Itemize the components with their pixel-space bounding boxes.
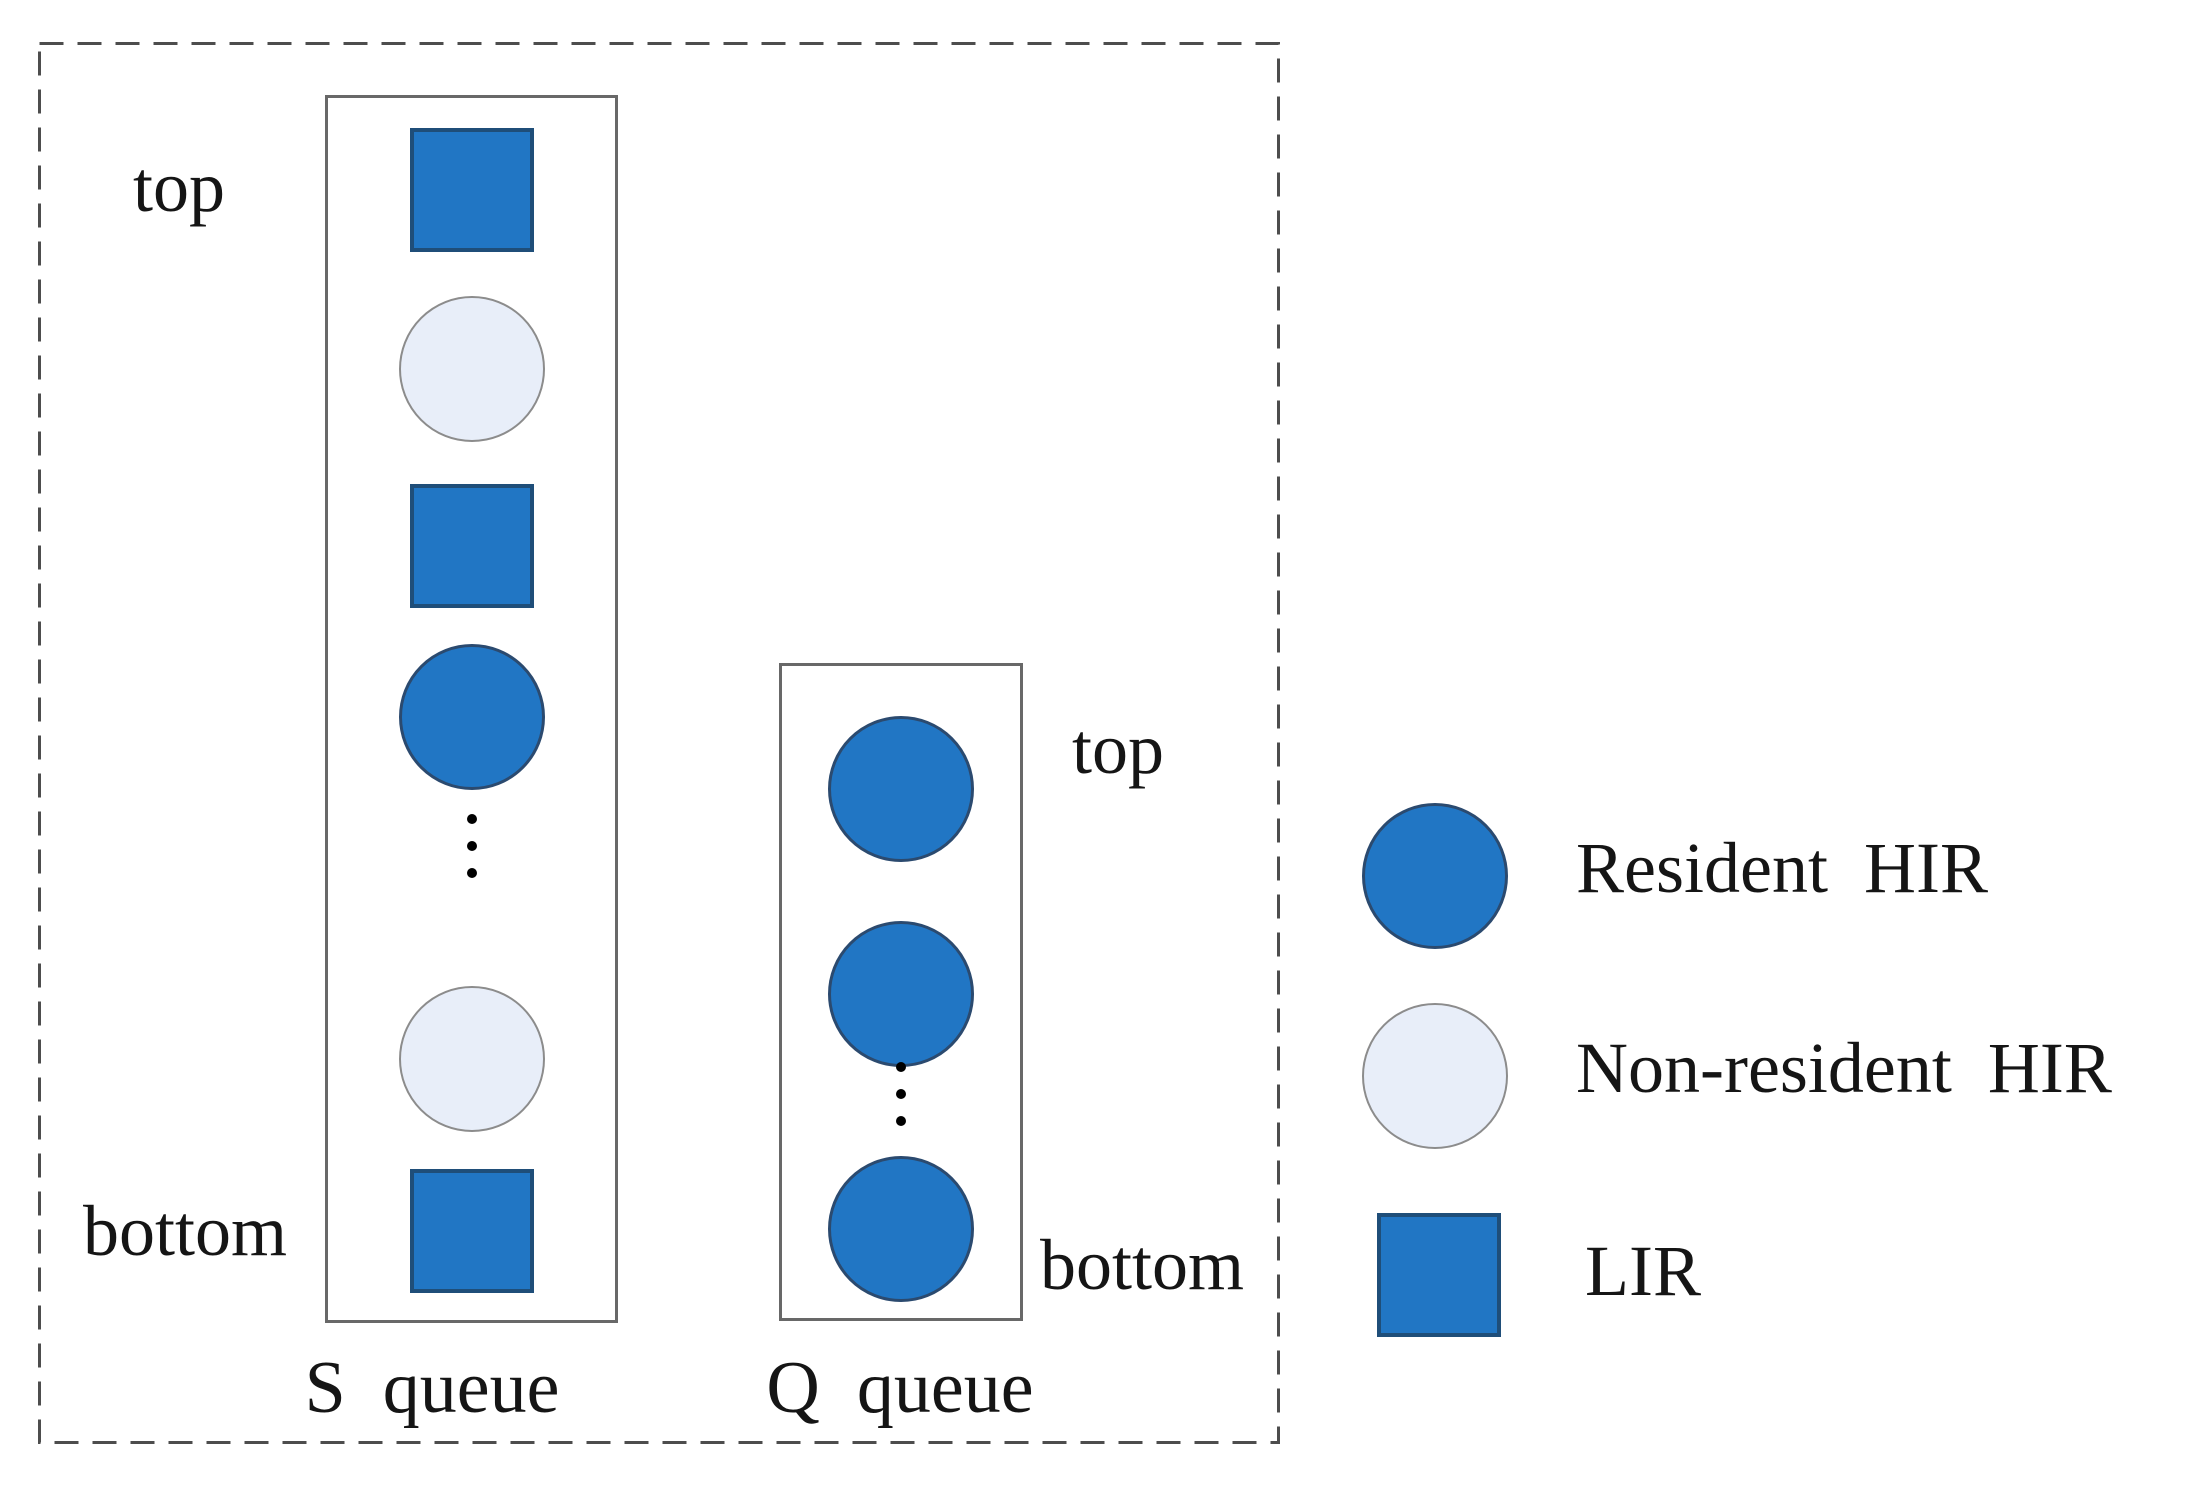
vertical-ellipsis xyxy=(466,810,477,882)
ellipsis-dot xyxy=(466,868,477,878)
q-queue-box xyxy=(779,663,1023,1321)
ellipsis-dot xyxy=(896,1062,906,1072)
lir-block xyxy=(409,1169,534,1293)
ellipsis-dot xyxy=(896,1089,906,1099)
vertical-ellipsis xyxy=(896,1058,906,1130)
lir-block xyxy=(409,484,534,608)
nonresident-hir-swatch xyxy=(1362,1003,1508,1149)
ellipsis-dot xyxy=(896,1116,906,1126)
s-queue-box xyxy=(325,95,618,1323)
q-queue-name: Q queue xyxy=(766,1347,1034,1429)
s-queue-top-label: top xyxy=(133,147,226,227)
ellipsis-dot xyxy=(466,814,477,824)
legend-label-lir: LIR xyxy=(1585,1231,1701,1311)
resident-hir-swatch xyxy=(1362,803,1508,949)
s-queue-bottom-label: bottom xyxy=(83,1191,288,1271)
legend-label-resident-hir: Resident HIR xyxy=(1576,828,1988,908)
legend-label-nonresident-hir: Non-resident HIR xyxy=(1576,1028,2112,1108)
s-queue-name: S queue xyxy=(304,1347,560,1429)
resident-hir-block xyxy=(398,644,545,790)
dashed-boundary-rect xyxy=(38,42,1280,1444)
legend-item-resident-hir: Resident HIR xyxy=(1362,803,1988,949)
q-queue-bottom-label: bottom xyxy=(1040,1225,1245,1305)
lir-swatch xyxy=(1377,1213,1501,1337)
legend-item-nonresident-hir: Non-resident HIR xyxy=(1362,1003,2112,1149)
dashed-boundary xyxy=(38,42,1280,1444)
resident-hir-block xyxy=(828,716,974,862)
ellipsis-dot xyxy=(466,841,477,851)
legend-item-lir: LIR xyxy=(1377,1213,1701,1337)
q-queue-top-label: top xyxy=(1072,709,1165,789)
resident-hir-block xyxy=(828,1156,974,1302)
nonresident-hir-block xyxy=(398,986,545,1132)
resident-hir-block xyxy=(828,921,974,1067)
lir-block xyxy=(409,128,534,252)
nonresident-hir-block xyxy=(398,296,545,442)
